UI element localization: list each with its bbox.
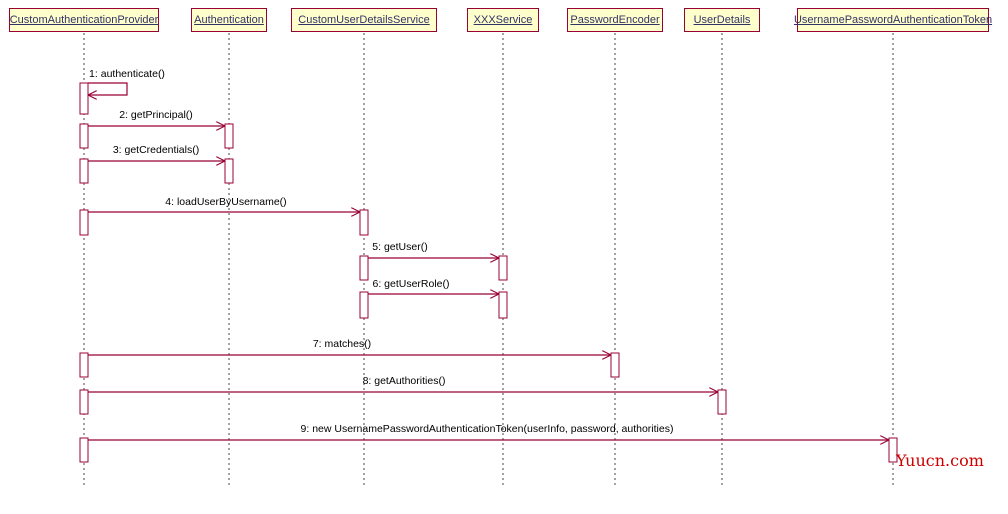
activation-bar (498, 255, 508, 281)
activation-bar (610, 352, 620, 378)
message-label: 8: getAuthorities() (362, 375, 446, 387)
message-label: 2: getPrincipal() (119, 109, 193, 121)
activation-bar (888, 437, 898, 463)
participant-username-password-authentication-token: UsernamePasswordAuthenticationToken (794, 8, 992, 32)
message-label: 9: new UsernamePasswordAuthenticationTok… (300, 423, 674, 435)
participant-user-details: UserDetails (684, 8, 760, 32)
activation-bar (79, 437, 89, 463)
message-label: 1: authenticate() (89, 68, 165, 80)
activation-bar (359, 209, 369, 236)
activation-bar (79, 123, 89, 149)
activation-bar (79, 209, 89, 236)
message-arrow-self (88, 82, 128, 95)
participant-custom-authentication-provider: CustomAuthenticationProvider (9, 8, 159, 32)
watermark: Yuucn.com (896, 451, 984, 470)
participant-xxxservice: XXXService (467, 8, 539, 32)
activation-bar (224, 123, 234, 149)
activation-bar (359, 291, 369, 319)
activation-bar (359, 255, 369, 281)
participant-custom-user-details-service: CustomUserDetailsService (291, 8, 437, 32)
message-label: 6: getUserRole() (372, 278, 450, 290)
activation-bar (79, 352, 89, 378)
message-label: 7: matches() (312, 338, 372, 350)
activation-bar (79, 158, 89, 184)
activation-bar (224, 158, 234, 184)
message-label: 4: loadUserByUsername() (165, 196, 287, 208)
activation-bar (498, 291, 508, 319)
participant-authentication: Authentication (191, 8, 267, 32)
activation-bar (79, 82, 89, 115)
activation-bar (717, 389, 727, 415)
message-label: 3: getCredentials() (112, 144, 200, 156)
activation-bar (79, 389, 89, 415)
participant-password-encoder: PasswordEncoder (567, 8, 663, 32)
message-label: 5: getUser() (372, 241, 428, 253)
